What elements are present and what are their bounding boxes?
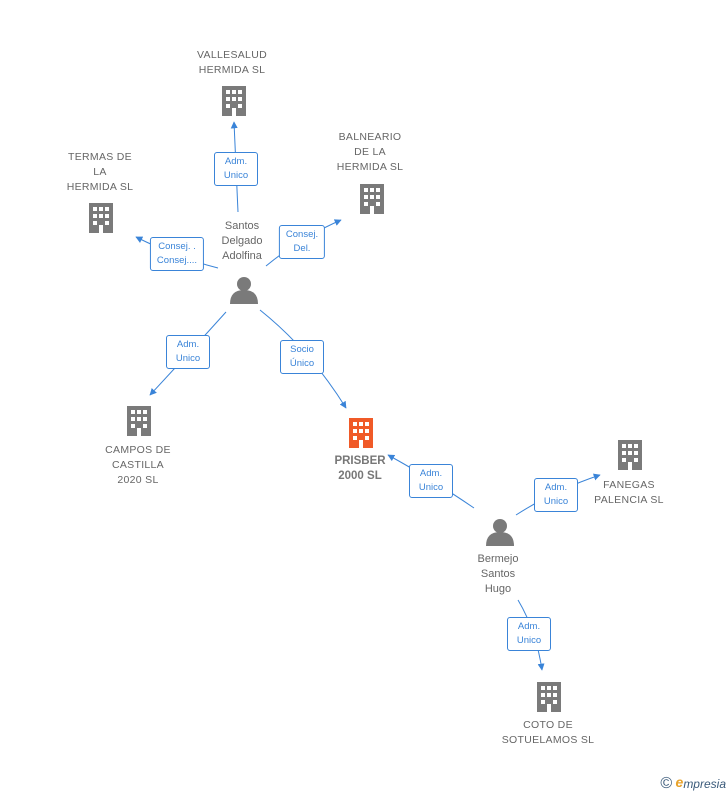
edge-label-santos-prisber[interactable]: Socio Único <box>280 340 324 374</box>
node-santos[interactable]: Santos Delgado Adolfina <box>221 220 263 262</box>
copyright-icon: © <box>660 775 673 792</box>
building-icon <box>89 203 113 233</box>
building-icon <box>618 440 642 470</box>
node-termas[interactable]: TERMAS DE LA HERMIDA SL <box>66 151 134 193</box>
person-icon <box>486 519 514 546</box>
node-campos[interactable]: CAMPOS DE CASTILLA 2020 SL <box>105 444 171 486</box>
building-icon <box>222 86 246 116</box>
node-prisber[interactable]: PRISBER 2000 SL <box>334 455 386 482</box>
node-balneario[interactable]: BALNEARIO DE LA HERMIDA SL <box>336 131 404 173</box>
node-vallesalud[interactable]: VALLESALUD HERMIDA SL <box>197 49 267 76</box>
building-icon-main <box>349 418 373 448</box>
edge-label-bermejo-prisber[interactable]: Adm. Unico <box>409 464 453 498</box>
building-icon <box>127 406 151 436</box>
node-coto[interactable]: COTO DE SOTUELAMOS SL <box>501 719 595 746</box>
node-bermejo[interactable]: Bermejo Santos Hugo <box>477 553 519 595</box>
edge-label-santos-campos[interactable]: Adm. Unico <box>166 335 210 369</box>
brand-name: mpresia <box>683 777 726 791</box>
edge-label-santos-balneario[interactable]: Consej. Del. <box>278 225 326 259</box>
node-fanegas[interactable]: FANEGAS PALENCIA SL <box>594 479 664 506</box>
edge-label-bermejo-fanegas[interactable]: Adm. Unico <box>534 478 578 512</box>
person-icon <box>230 277 258 304</box>
brand-logo-initial: e <box>675 774 684 791</box>
footer-brand[interactable]: © empresia <box>660 774 726 793</box>
edge-label-santos-termas[interactable]: Consej. . Consej.... <box>149 237 205 271</box>
edge-label-santos-vallesalud[interactable]: Adm. Unico <box>214 152 258 186</box>
edge-label-bermejo-coto[interactable]: Adm. Unico <box>507 617 551 651</box>
building-icon <box>360 184 384 214</box>
building-icon <box>537 682 561 712</box>
